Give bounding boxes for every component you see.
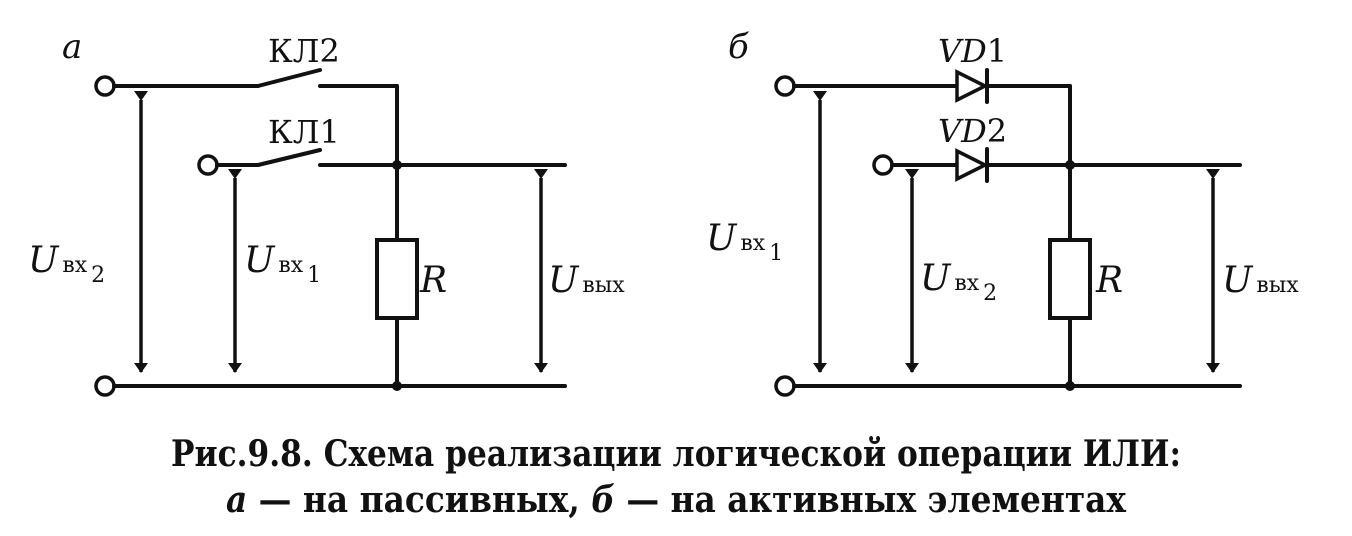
bottom-node-a [392,381,402,391]
resistor-a-label: R [419,260,447,301]
resistor-b [1048,238,1092,320]
caption-line1: Рис.9.8. Схема реализации логической опе… [171,433,1181,475]
diode-vd2 [955,147,989,183]
input2-terminal-b [872,154,894,176]
switch-kl1-blade [256,148,322,167]
resistor-a [375,238,419,320]
diode-vd1 [955,68,989,104]
diode-vd2-label: VD2 [938,112,1007,150]
switch-kl2-blade [256,68,322,88]
panel-b: б VD1 VD2 R [706,27,1299,397]
panel-b-letter: б [728,27,749,67]
switch-kl2-label: КЛ2 [268,32,340,70]
panel-a-letter: а [62,27,82,67]
bottom-node-b [1065,381,1075,391]
input1-terminal-b [774,75,796,97]
ground-terminal-b [774,375,796,397]
figure-caption: Рис.9.8. Схема реализации логической опе… [171,433,1181,521]
input2-terminal-a [94,75,116,97]
input1-terminal-a [197,154,219,176]
ground-terminal-a [94,375,116,397]
resistor-b-label: R [1095,260,1123,301]
diode-vd1-label: VD1 [938,32,1007,70]
caption-line2: а — на пассивных, б — на активных элемен… [226,479,1126,521]
switch-kl1-label: КЛ1 [268,113,340,151]
